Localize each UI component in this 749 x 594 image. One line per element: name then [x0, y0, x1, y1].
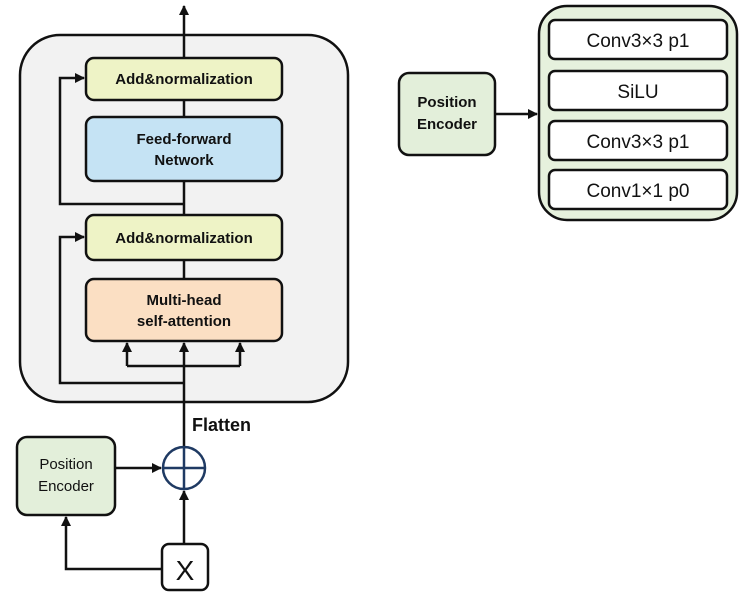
input-connectors — [61, 463, 189, 571]
layer-label-2: SiLU — [617, 82, 658, 103]
position-encoder-left-line1: Position — [39, 456, 92, 473]
position-encoder-right-box — [397, 71, 497, 157]
layer-label-3: Conv3×3 p1 — [587, 132, 690, 153]
add-norm-bottom-label: Add&normalization — [115, 230, 253, 247]
flatten-label: Flatten — [192, 415, 251, 435]
feed-forward-box — [84, 115, 284, 183]
mha-label-line1: Multi-head — [147, 292, 222, 309]
layer-label-4: Conv1×1 p0 — [587, 181, 690, 202]
layer-box-1 — [547, 18, 729, 61]
layer-box-2 — [547, 69, 729, 112]
layer-box-4 — [547, 168, 729, 211]
adder-plus-icon — [161, 445, 207, 491]
layer-box-3 — [547, 119, 729, 162]
feed-forward-label-line2: Network — [154, 152, 214, 169]
position-encoder-right-line1: Position — [417, 94, 476, 111]
multi-head-attention-box — [84, 277, 284, 343]
position-encoder-right-line2: Encoder — [417, 116, 477, 133]
feed-forward-label-line1: Feed-forward — [136, 131, 231, 148]
mha-label-line2: self-attention — [137, 313, 231, 330]
residual-top-arrow — [58, 73, 184, 206]
layer-label-1: Conv3×3 p1 — [587, 31, 690, 52]
position-encoder-left-box — [15, 435, 117, 517]
residual-bottom-arrow — [58, 232, 184, 385]
x-to-encoder-arrow — [61, 516, 162, 571]
add-norm-top-label: Add&normalization — [115, 71, 253, 88]
transformer-connectors — [58, 5, 245, 447]
input-x-label: X — [176, 555, 195, 586]
position-encoder-left-line2: Encoder — [38, 478, 94, 495]
